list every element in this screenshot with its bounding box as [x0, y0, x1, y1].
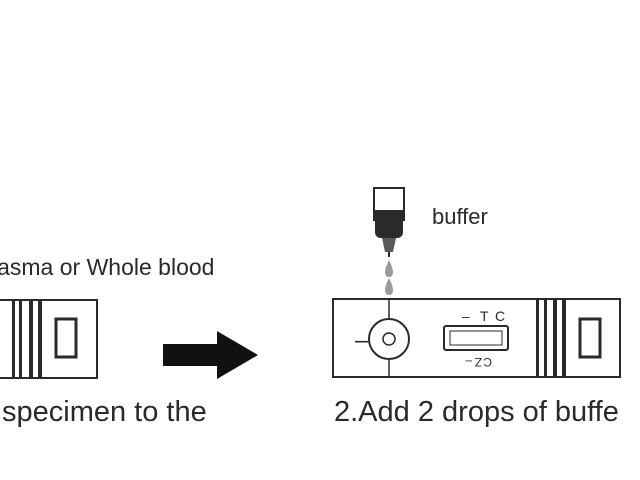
buffer-dropper-icon [373, 187, 405, 295]
step2-end-window [578, 317, 602, 359]
step2-caption: 2.Add 2 drops of buffe [334, 396, 619, 428]
dash-marking: – [465, 355, 472, 369]
sample-well-mark: – [355, 327, 369, 354]
step1-cassette-body [0, 299, 98, 379]
buffer-drop [385, 260, 393, 277]
step2-grip-stripe [562, 299, 566, 377]
step1-grip-stripe [38, 300, 42, 378]
step1-grip-stripe [12, 300, 15, 378]
sample-well: – [355, 299, 410, 377]
test-line-label: T [480, 308, 489, 324]
buffer-drop [385, 278, 393, 295]
control-marking: C [483, 355, 492, 369]
step1-test-cassette [0, 299, 98, 379]
step2-grip-stripe [544, 299, 547, 377]
result-window: T – C Z – C [443, 308, 509, 369]
buffer-label: buffer [432, 204, 488, 229]
step1-grip-stripe [19, 300, 22, 378]
step1-caption: specimen to the [2, 396, 207, 428]
step2-test-cassette: – T – C Z – C [332, 298, 621, 378]
step1-end-window [54, 317, 78, 359]
step2-grip-stripe [553, 299, 557, 377]
control-line-label: C [495, 308, 505, 324]
z-marking: Z [475, 355, 482, 369]
specimen-type-label: lasma or Whole blood [0, 254, 215, 280]
dash-mark: – [462, 308, 470, 324]
right-arrow-icon [163, 331, 258, 379]
step2-grip-stripe [536, 299, 539, 377]
step1-grip-stripe [29, 300, 33, 378]
